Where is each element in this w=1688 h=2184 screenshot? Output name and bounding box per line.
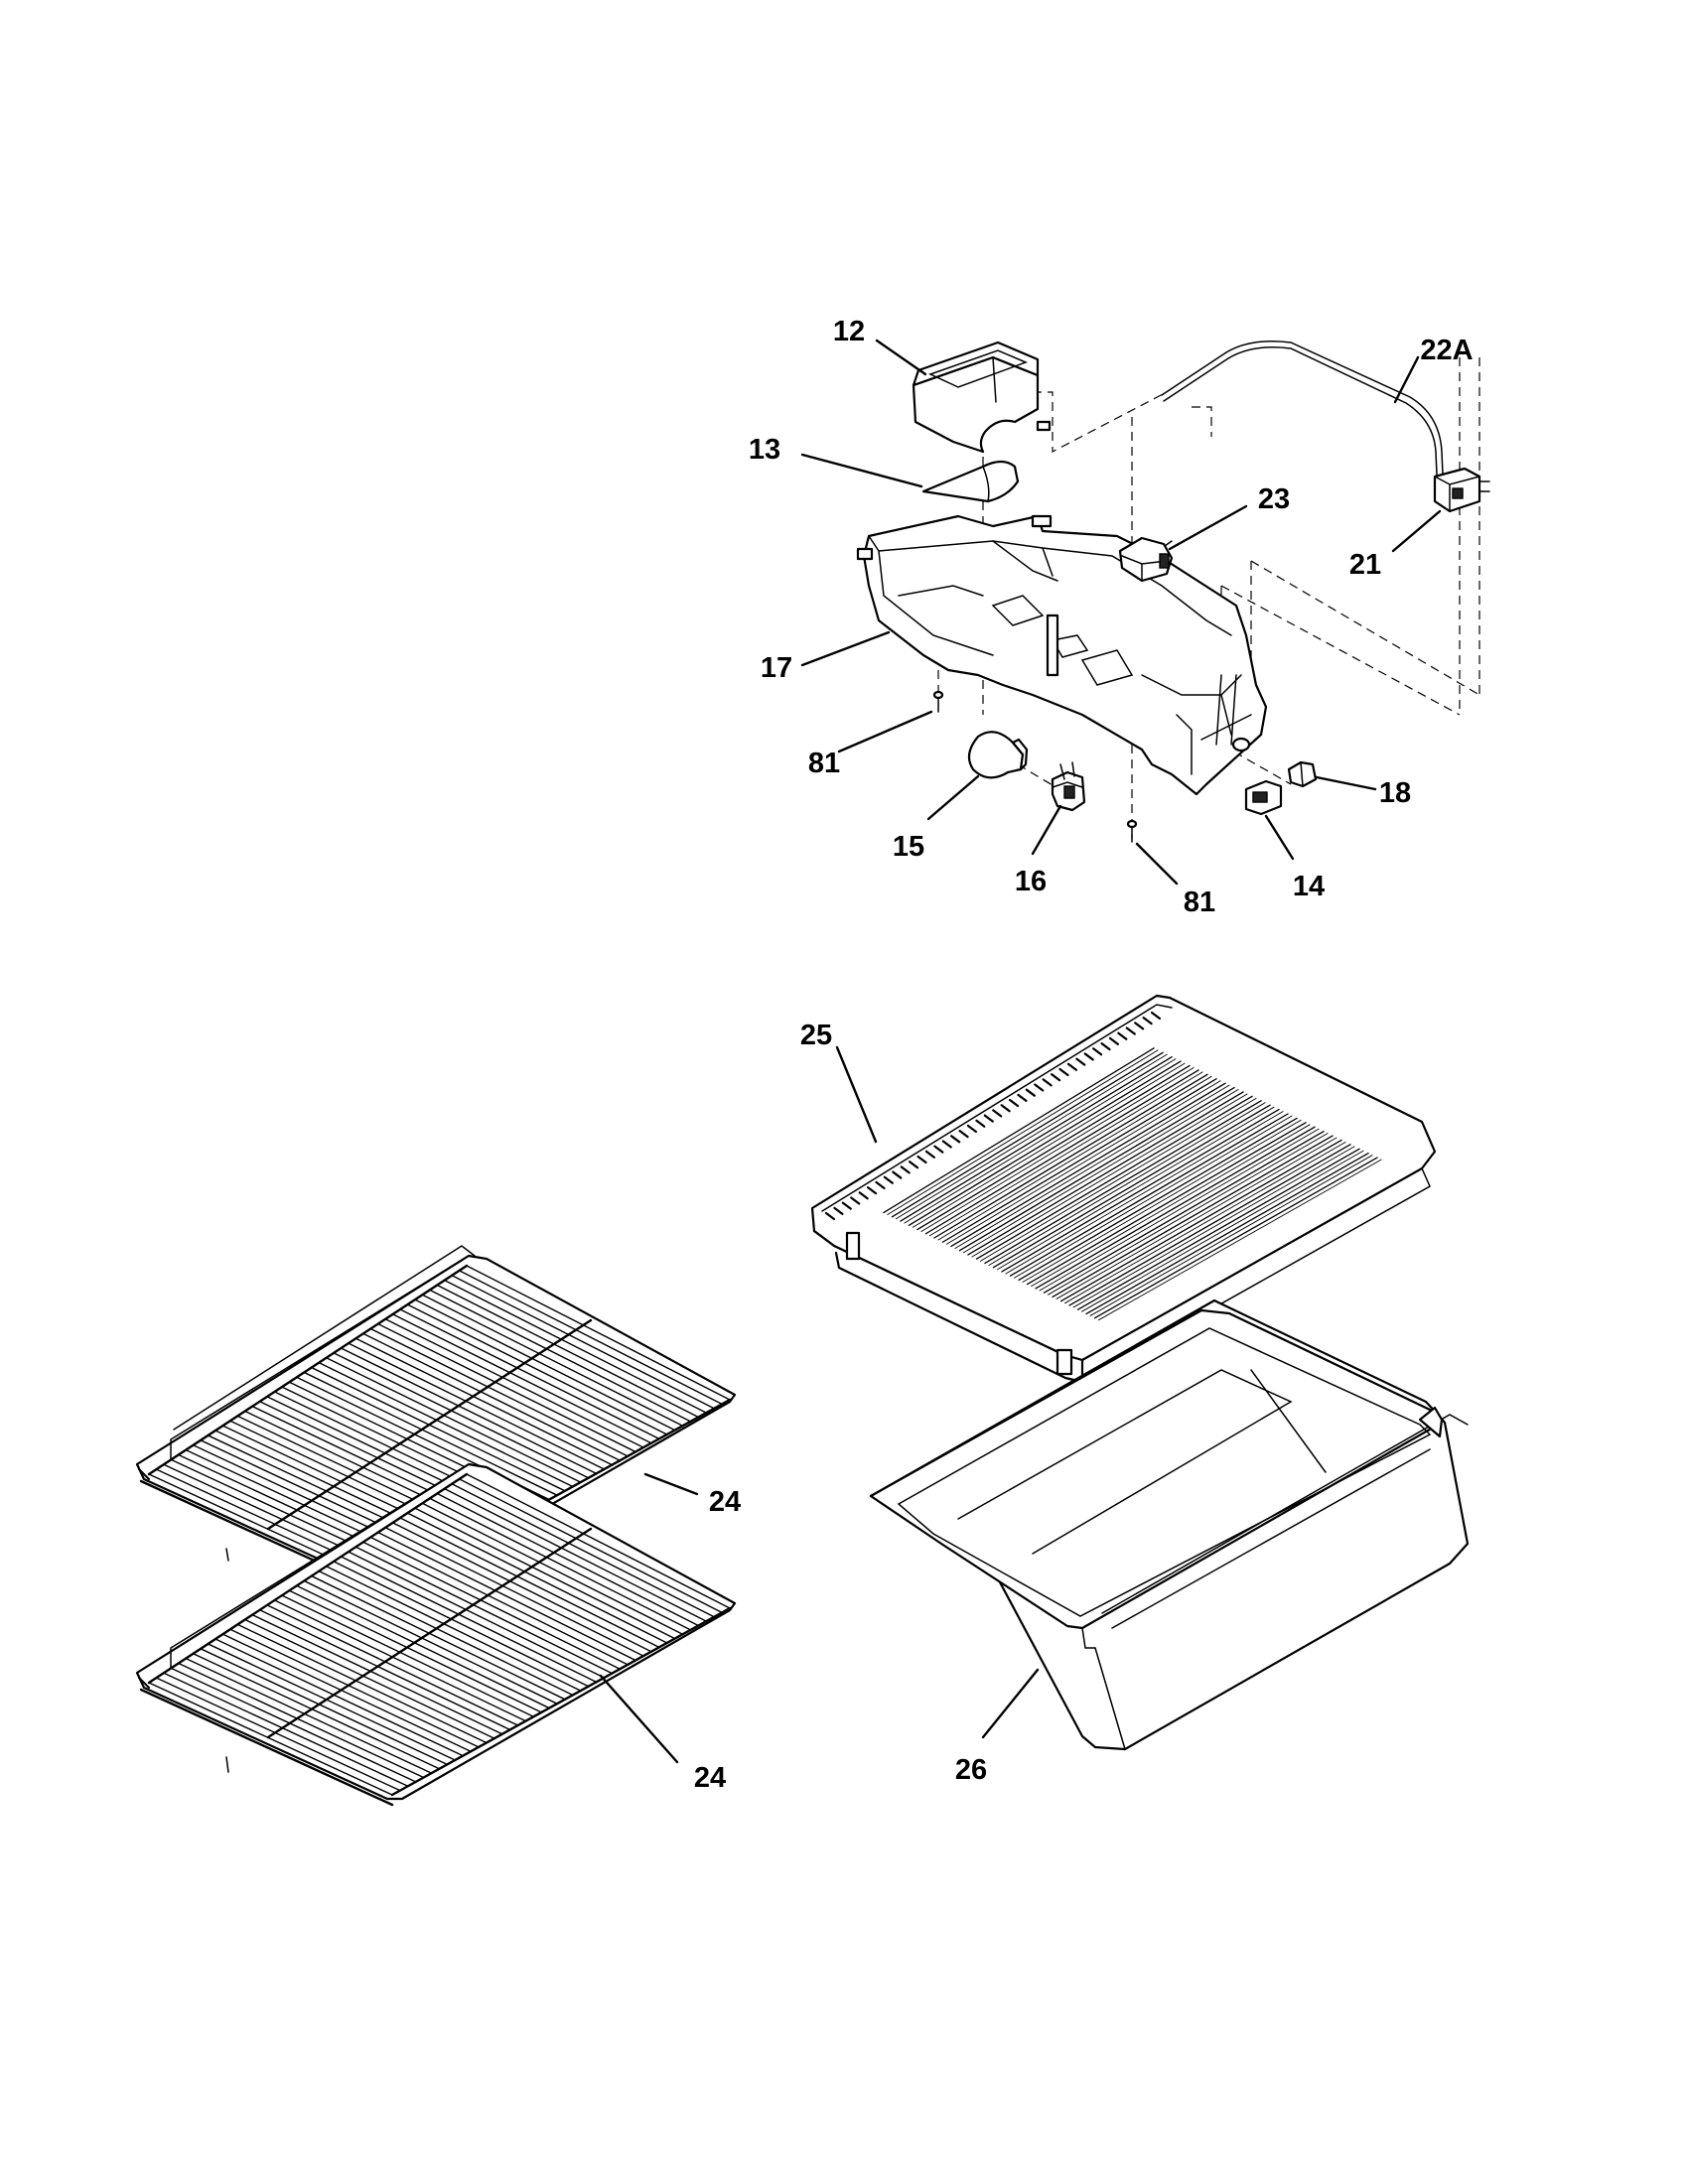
leader-lines	[599, 339, 1442, 1764]
callout-26: 26	[955, 1754, 987, 1786]
callout-14: 14	[1293, 871, 1325, 902]
callout-22a: 22A	[1420, 335, 1473, 366]
callout-23: 23	[1258, 483, 1290, 515]
callout-81-left: 81	[808, 748, 840, 779]
light-bulb-15	[967, 731, 1029, 779]
light-housing-17	[856, 420, 1268, 796]
callout-18: 18	[1379, 777, 1411, 809]
callout-81-bottom: 81	[1184, 887, 1215, 918]
light-switch-14	[1244, 779, 1283, 816]
switch-21	[1433, 467, 1490, 513]
callout-labels: 12 22A 13 23 21 17 81 18 15 16 81 14 25 …	[694, 316, 1474, 1794]
lamp-socket-16	[1051, 761, 1086, 812]
callout-25: 25	[800, 1020, 832, 1051]
callout-17: 17	[761, 652, 792, 684]
cover-ribs	[883, 1047, 1382, 1321]
wire-shelf-24-lower	[135, 1462, 737, 1807]
plug-18	[1287, 760, 1318, 788]
crisper-drawer-26	[869, 1298, 1470, 1751]
upper-light-housing-assembly	[856, 341, 1490, 843]
callout-24-lower: 24	[694, 1762, 726, 1794]
crisper-cover-25	[810, 994, 1437, 1384]
callout-12: 12	[833, 316, 865, 347]
callout-16: 16	[1015, 866, 1047, 897]
callout-13: 13	[749, 434, 780, 466]
wire-harness-22a	[1161, 341, 1444, 476]
baffle-13	[921, 460, 1020, 503]
callout-15: 15	[893, 831, 924, 863]
callout-24-upper: 24	[709, 1486, 741, 1518]
thermostat-23	[1118, 536, 1174, 583]
screw-81-bottom	[1126, 819, 1138, 843]
light-cover-12	[912, 341, 1040, 454]
screw-81-left	[932, 690, 944, 713]
callout-21: 21	[1349, 549, 1381, 581]
vent-slots	[824, 1011, 1162, 1221]
